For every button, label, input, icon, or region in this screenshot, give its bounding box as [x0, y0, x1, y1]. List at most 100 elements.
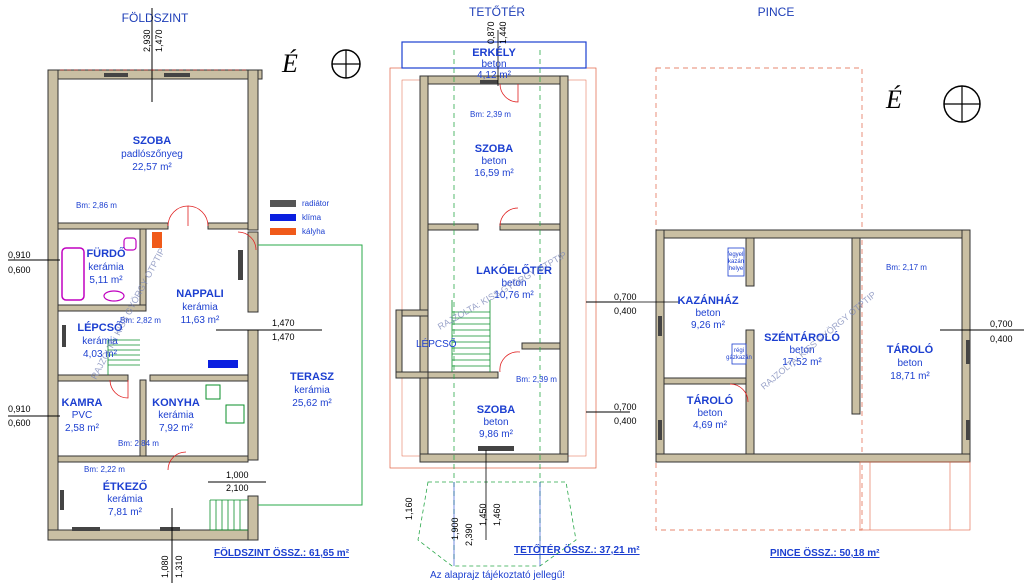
- room-area: 9,26 m²: [691, 320, 726, 331]
- room-name: FÜRDŐ: [86, 247, 126, 260]
- room-floor: kerámia: [82, 336, 118, 347]
- room-area: 17,52 m²: [782, 357, 822, 368]
- room-height: Bm: 2,84 m: [118, 439, 159, 448]
- room-floor: kerámia: [182, 302, 218, 313]
- north-compass-left: É: [281, 49, 361, 79]
- boiler-label: fegyeli: [727, 252, 744, 258]
- room-floor: kerámia: [107, 494, 143, 505]
- legend-klima-label: klíma: [302, 213, 322, 222]
- room-height: Bm: 2,17 m: [886, 263, 927, 272]
- legend: radiátor klíma kályha: [270, 199, 329, 236]
- dim: 1,450: [478, 503, 488, 526]
- room-name: KONYHA: [152, 397, 200, 409]
- basement-room-labels: KAZÁNHÁZ beton 9,26 m² SZÉNTÁROLÓ beton …: [677, 252, 933, 431]
- room-floor: beton: [481, 59, 506, 70]
- dim: 2,100: [226, 483, 249, 493]
- disclaimer-note: Az alaprajz tájékoztató jellegű!: [430, 570, 565, 581]
- room-area: 4,69 m²: [693, 420, 728, 431]
- room-area: 22,57 m²: [132, 162, 172, 173]
- watermark: RAJZOLTA: KISS GYÖRGY OTPTIP: [436, 250, 568, 332]
- room-height: Bm: 2,86 m: [76, 201, 117, 210]
- dim: 1,470: [272, 318, 295, 328]
- dim: 1,470: [272, 332, 295, 342]
- dim: 0,400: [614, 306, 637, 316]
- dim: 0,700: [990, 319, 1013, 329]
- room-area: 2,58 m²: [65, 423, 100, 434]
- room-name: SZOBA: [475, 143, 514, 155]
- room-area: 7,92 m²: [159, 423, 194, 434]
- ground-room-labels: SZOBA padlószőnyeg 22,57 m² Bm: 2,86 m F…: [62, 135, 335, 518]
- attic-room-labels: ERKÉLY beton 4,12 m² Bm: 2,39 m SZOBA be…: [416, 46, 557, 440]
- dim: 1,000: [226, 470, 249, 480]
- room-name: TERASZ: [290, 371, 334, 383]
- legend-radiator-label: radiátor: [302, 199, 329, 208]
- room-floor: beton: [483, 417, 508, 428]
- room-floor: kerámia: [88, 262, 124, 273]
- room-name: SZOBA: [477, 404, 516, 416]
- dim: 1,470: [154, 29, 164, 52]
- north-compass-right: É: [885, 85, 981, 123]
- room-name: KAMRA: [62, 397, 103, 409]
- room-area: 7,81 m²: [108, 507, 143, 518]
- old-boiler-label: régi: [734, 348, 744, 354]
- room-name: ÉTKEZŐ: [103, 480, 148, 493]
- room-name: NAPPALI: [176, 288, 223, 300]
- attic-title: TETŐTÉR: [469, 4, 525, 19]
- ground-floor-plan: [8, 8, 363, 583]
- ground-floor-title: FÖLDSZINT: [122, 11, 189, 25]
- old-boiler-label: gázkazán: [726, 355, 752, 361]
- room-floor: beton: [501, 278, 526, 289]
- room-name: LÉPCSŐ: [77, 321, 123, 334]
- old-boiler-box: [731, 343, 747, 365]
- dim: 0,600: [8, 418, 31, 428]
- basement-title: PINCE: [758, 5, 795, 19]
- legend-swatch-kalyha: [270, 228, 296, 235]
- legend-swatch-radiator: [270, 200, 296, 207]
- north-letter: É: [281, 49, 298, 78]
- room-floor: kerámia: [294, 385, 330, 396]
- room-name: SZÉNTÁROLÓ: [764, 331, 840, 344]
- attic-total: TETŐTÉR ÖSSZ.: 37,21 m²: [514, 543, 640, 556]
- dim: 0,700: [614, 402, 637, 412]
- room-floor: beton: [481, 156, 506, 167]
- dim: 1,310: [174, 555, 184, 578]
- ground-dimensions: 2,930 1,470 0,910 0,600 0,910 0,600 1,47…: [8, 29, 350, 578]
- room-area: 11,63 m²: [181, 315, 220, 326]
- attic-dimensions: 0,870 1,440 1,160 1,900 2,390 1,450 1,46…: [404, 21, 640, 581]
- north-letter: É: [885, 85, 902, 114]
- dim: 0,600: [8, 265, 31, 275]
- room-area: 5,11 m²: [89, 275, 123, 286]
- room-floor: beton: [695, 308, 720, 319]
- room-floor: PVC: [72, 410, 93, 421]
- dim: 1,460: [492, 503, 502, 526]
- room-floor: kerámia: [158, 410, 194, 421]
- room-area: 18,71 m²: [890, 371, 930, 382]
- room-height: Bm: 2,39 m: [516, 375, 557, 384]
- basement-total: PINCE ÖSSZ.: 50,18 m²: [770, 546, 880, 559]
- room-name: SZOBA: [133, 135, 172, 147]
- room-name: LÉPCSŐ: [416, 336, 457, 350]
- room-area: 25,62 m²: [292, 398, 332, 409]
- room-area: 16,59 m²: [474, 168, 514, 179]
- room-height: Bm: 2,22 m: [84, 465, 125, 474]
- room-floor: beton: [897, 358, 922, 369]
- dim: 1,160: [404, 497, 414, 520]
- room-area: 4,12 m²: [477, 70, 512, 81]
- dim: 0,910: [8, 250, 31, 260]
- basement-dimensions: 0,700 0,400 PINCE ÖSSZ.: 50,18 m²: [770, 319, 1013, 559]
- room-floor: beton: [697, 408, 722, 419]
- legend-kalyha-label: kályha: [302, 227, 326, 236]
- boiler-label: kazán: [728, 259, 744, 265]
- room-area: 4,03 m²: [83, 349, 118, 360]
- dim: 2,930: [142, 29, 152, 52]
- boiler-box: [727, 247, 745, 277]
- dim: 1,440: [498, 21, 508, 44]
- dim: 0,910: [8, 404, 31, 414]
- balcony-box: [401, 41, 587, 69]
- room-name: LAKÓELŐTÉR: [476, 264, 552, 277]
- dim: 0,700: [614, 292, 637, 302]
- room-area: 9,86 m²: [479, 429, 514, 440]
- attic-plan: [389, 30, 630, 567]
- room-name: TÁROLÓ: [687, 394, 734, 407]
- room-name: TÁROLÓ: [887, 343, 934, 356]
